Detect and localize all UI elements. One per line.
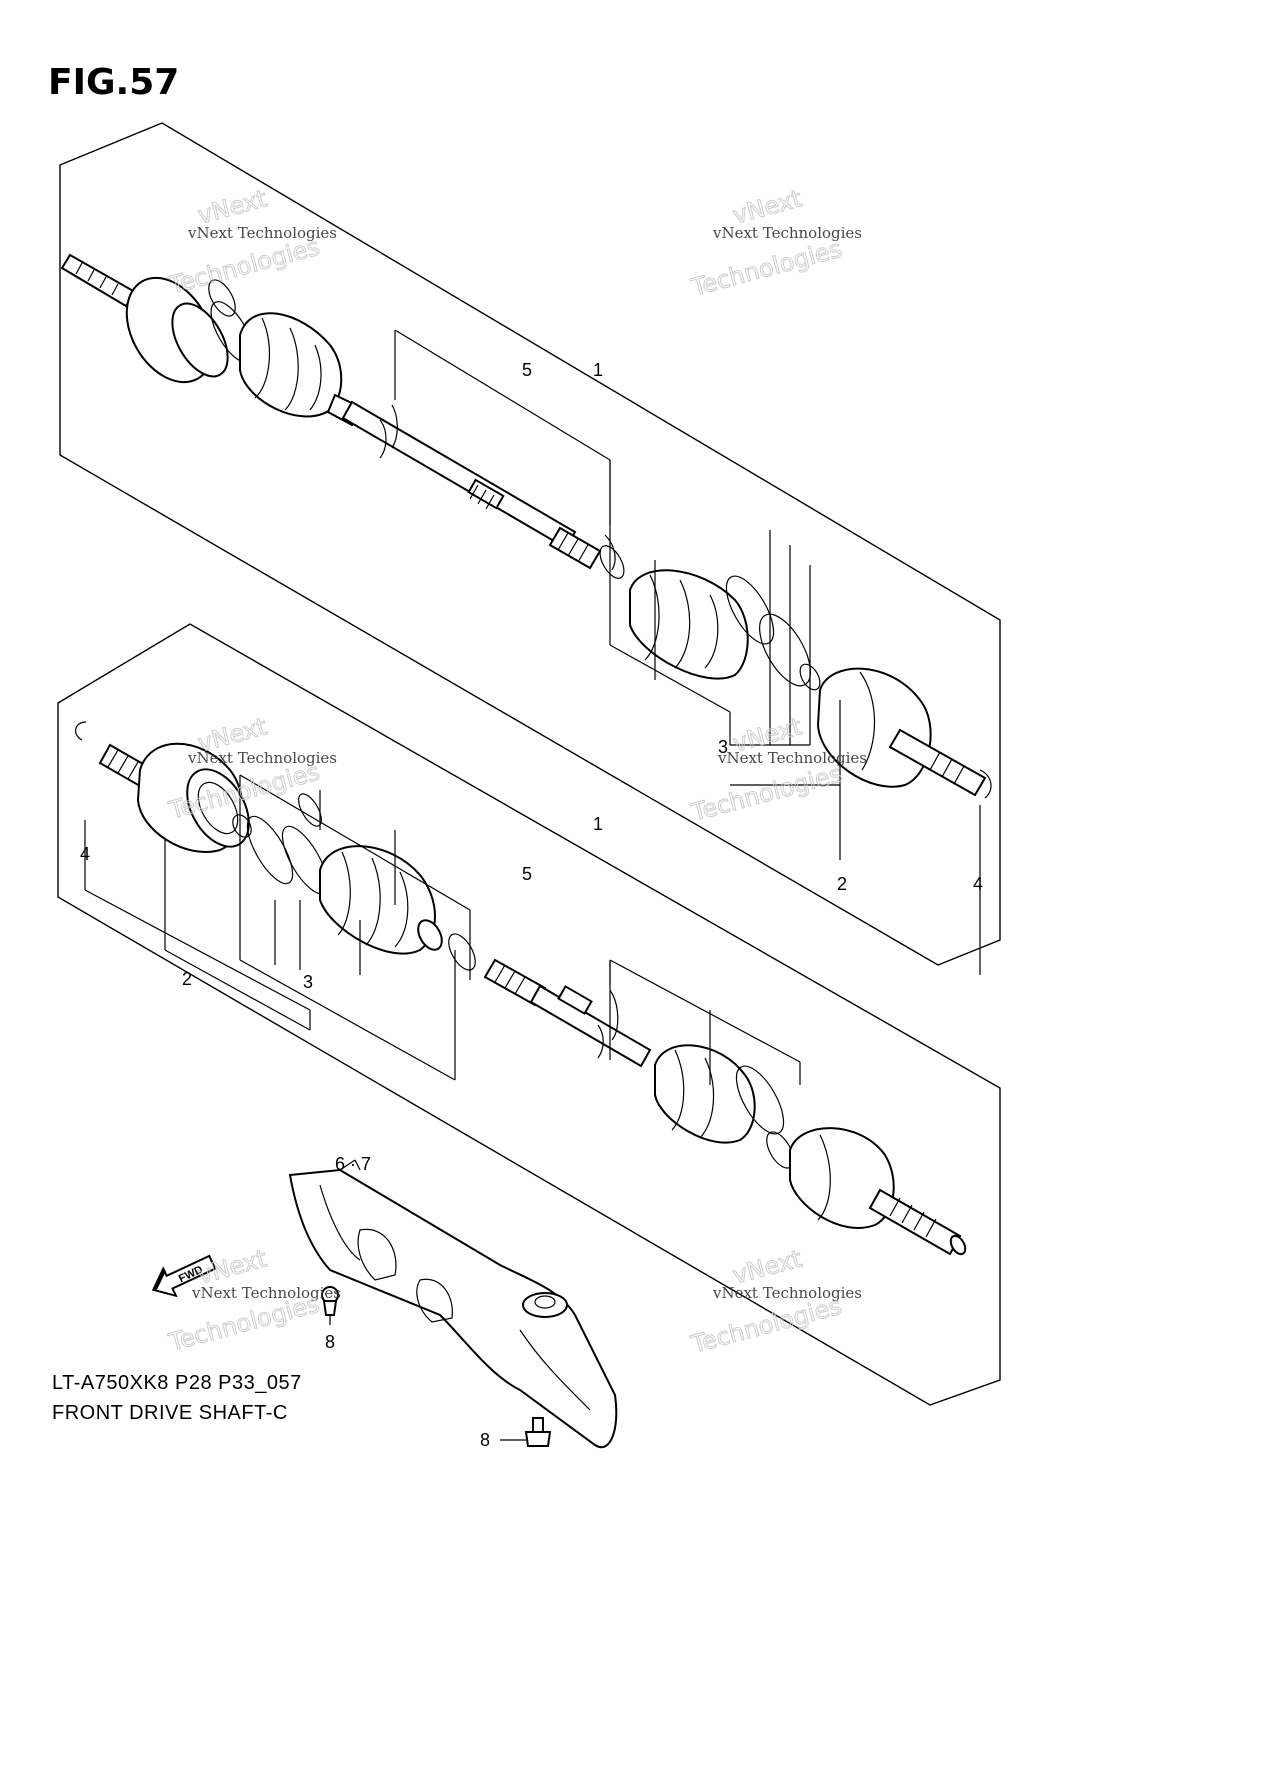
callout-upper-4: 4: [973, 874, 983, 894]
svg-text:vNext Technologies: vNext Technologies: [717, 749, 867, 767]
upper-callout-leaders: [394, 329, 981, 975]
svg-text:vNext Technologies: vNext Technologies: [712, 1284, 862, 1302]
figure-name: FRONT DRIVE SHAFT-C: [52, 1402, 288, 1424]
callout-lower-5: 5: [522, 864, 532, 884]
callout-lower-1: 1: [593, 814, 603, 834]
bolt-lower: [500, 1417, 552, 1447]
upper-drive-shaft: [60, 253, 992, 799]
callout-lower-3: 3: [303, 972, 313, 992]
svg-text:vNext Technologies: vNext Technologies: [187, 749, 337, 767]
callout-lower-4: 4: [80, 844, 90, 864]
watermark-top-right: vNext Technologies vNext Technologies: [687, 184, 862, 302]
callout-upper-2: 2: [837, 874, 847, 894]
figure-code: LT-A750XK8 P28 P33_057: [52, 1372, 302, 1394]
svg-text:Technologies: Technologies: [688, 235, 845, 302]
callout-bolt-8b: 8: [480, 1430, 490, 1450]
figure-title: FIG.57: [48, 62, 180, 103]
callout-upper-5: 5: [522, 360, 532, 380]
svg-text:vNext: vNext: [195, 1244, 270, 1289]
watermark-bottom-left: vNext Technologies vNext Technologies: [165, 1244, 341, 1357]
callout-guard-6-7: 6 · 7: [335, 1154, 371, 1174]
upper-assembly-frame: [59, 122, 1001, 966]
bolt-upper: [321, 1286, 339, 1325]
fwd-arrow-icon: FWD: [151, 1254, 217, 1298]
svg-text:Technologies: Technologies: [166, 233, 323, 300]
lower-drive-shaft: [75, 721, 967, 1256]
callout-bolt-8a: 8: [325, 1332, 335, 1352]
svg-text:Technologies: Technologies: [688, 760, 845, 827]
callout-upper-1: 1: [593, 360, 603, 380]
lower-callout-leaders: [84, 774, 801, 1085]
svg-text:vNext Technologies: vNext Technologies: [712, 224, 862, 242]
shaft-guard: [288, 1159, 618, 1449]
svg-text:vNext: vNext: [195, 184, 270, 229]
callout-lower-2: 2: [182, 969, 192, 989]
svg-text:vNext: vNext: [730, 1244, 805, 1289]
watermark-bottom-right: vNext Technologies vNext Technologies: [687, 1244, 862, 1359]
svg-text:vNext: vNext: [730, 184, 805, 229]
svg-text:vNext Technologies: vNext Technologies: [187, 224, 337, 242]
watermark-top-left: vNext Technologies vNext Technologies: [165, 184, 337, 300]
lower-assembly-frame: [57, 623, 1001, 1406]
svg-text:vNext Technologies: vNext Technologies: [191, 1284, 341, 1302]
callout-upper-3: 3: [718, 737, 728, 757]
